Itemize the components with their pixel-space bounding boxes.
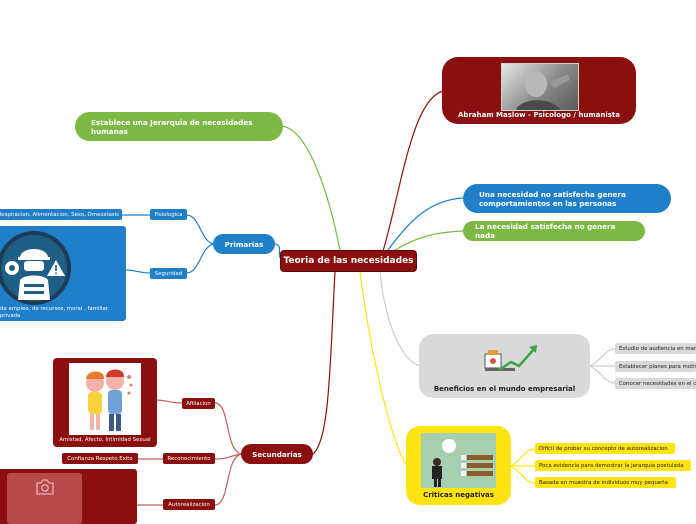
fisiologica-detail[interactable]: Respiracion, Alimentacion, Sexo, Omeosta…: [0, 209, 122, 220]
beneficio-item[interactable]: Estudio de audiencia en mark: [615, 343, 696, 354]
central-topic[interactable]: Teoria de las necesidades: [280, 250, 417, 272]
primarias-node[interactable]: Primarias: [213, 234, 275, 254]
portrait-icon: [516, 71, 570, 110]
insatisfecha-node[interactable]: Una necesidad no satisfecha genera compo…: [463, 184, 671, 213]
seguridad-node[interactable]: Seguridad: [150, 268, 187, 279]
afiliacion-image: [69, 363, 141, 435]
autorealizacion-detail-box[interactable]: [0, 469, 137, 524]
reconocimiento-node[interactable]: Reconocimiento: [163, 453, 215, 464]
criticas-node[interactable]: Criticas negativas: [406, 426, 511, 505]
link-criticas: [359, 271, 408, 467]
link-satisfecha: [394, 230, 464, 251]
link-maslow: [379, 90, 444, 262]
secundarias-node[interactable]: Secundarias: [241, 444, 313, 464]
growth-chart-icon: [484, 345, 537, 372]
camera-icon: [35, 479, 54, 495]
fisiologica-node[interactable]: Fisiologica: [150, 209, 187, 220]
critica-item[interactable]: Poca evidencia para demostrar la jerarqu…: [535, 460, 691, 471]
criticas-image: [421, 433, 496, 488]
primarias-label: Primarias: [224, 239, 264, 249]
maslow-node[interactable]: Abraham Maslow - Psicologo / humanista: [442, 57, 636, 124]
link-insatisfecha: [387, 197, 464, 251]
jerarquia-node[interactable]: Establece una Jerarquia de necesidades h…: [75, 112, 283, 141]
link-primarias: [274, 243, 281, 259]
secundarias-label: Secundarias: [252, 449, 302, 459]
beneficios-node[interactable]: Beneficios en el mundo empresarial: [419, 334, 590, 398]
reconocimiento-detail[interactable]: Confianza Respeto Exito: [62, 453, 138, 464]
review-feedback-icon: [421, 433, 496, 488]
safety-worker-icon: [0, 231, 71, 305]
maslow-photo: [501, 63, 579, 111]
friends-icon: [86, 369, 133, 431]
criticas-label: Criticas negativas: [423, 491, 494, 499]
beneficio-item[interactable]: Conocer necesidades en el clie: [615, 378, 696, 389]
link-secundarias: [312, 271, 336, 455]
beneficios-label: Beneficios en el mundo empresarial: [433, 385, 576, 393]
critica-item[interactable]: Basada en muestra de individuos muy pequ…: [535, 477, 676, 488]
seguridad-detail-text: de empleo, de recursos, moral , familiar…: [0, 306, 110, 319]
maslow-label: Abraham Maslow - Psicologo / humanista: [458, 111, 620, 119]
afiliacion-detail-text: Amistad, Afecto, Intimidad Sexual: [59, 437, 151, 443]
afiliacion-node[interactable]: Afiliacion: [182, 398, 215, 409]
seguridad-detail-box[interactable]: de empleo, de recursos, moral , familiar…: [0, 226, 126, 321]
link-jerarquia: [281, 125, 341, 251]
autorealizacion-node[interactable]: Autorealizacion: [163, 499, 215, 510]
afiliacion-detail-box[interactable]: Amistad, Afecto, Intimidad Sexual: [53, 358, 157, 447]
beneficio-item[interactable]: Establecer planes para motiva: [615, 361, 696, 372]
link-beneficios: [379, 271, 421, 367]
satisfecha-node[interactable]: La necesidad satisfecha no genera nada: [463, 221, 645, 241]
image-placeholder[interactable]: [7, 473, 82, 524]
critica-item[interactable]: Dificil de probar su concepto de autorea…: [535, 443, 675, 454]
